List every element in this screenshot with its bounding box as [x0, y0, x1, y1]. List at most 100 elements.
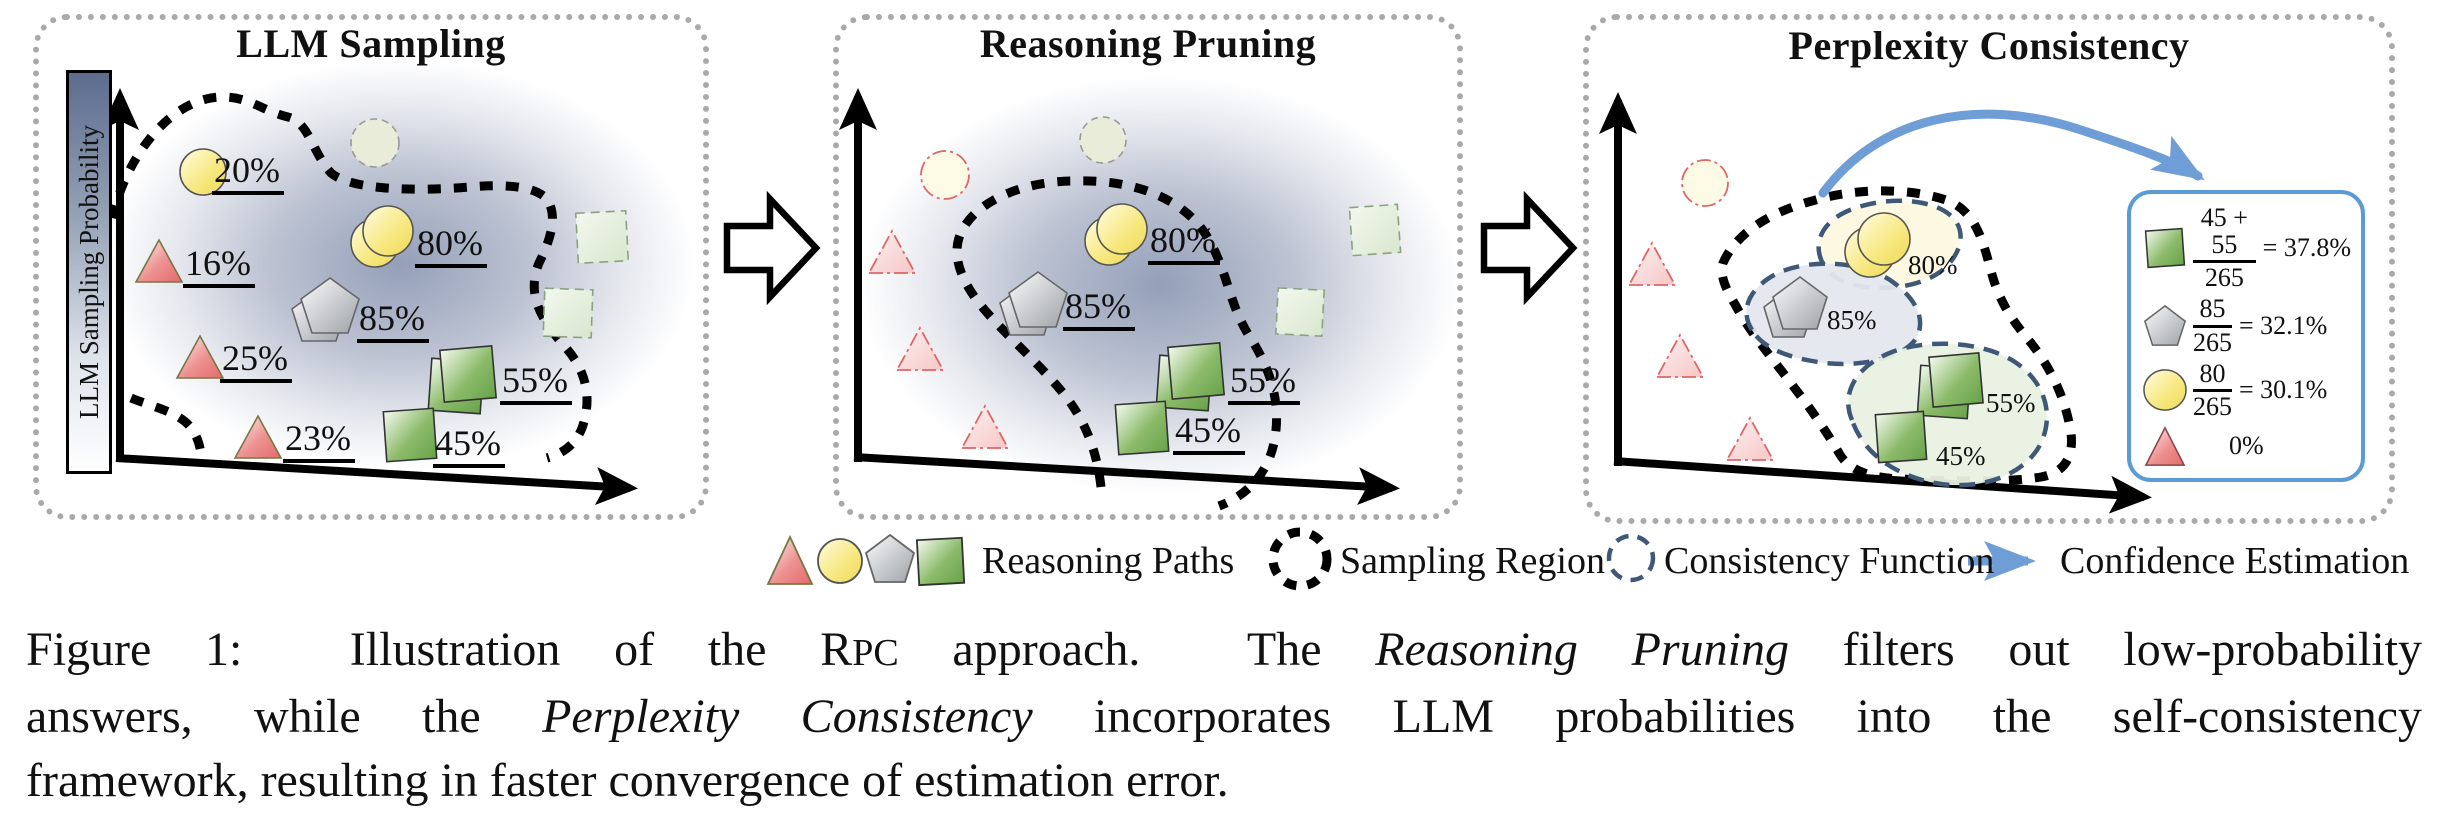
- panel2-graphics: [839, 75, 1460, 511]
- yellow-circle-80: [1857, 212, 1911, 266]
- label-55pct: 55%: [1228, 362, 1300, 405]
- legend-sampling-region: Sampling Region: [1340, 540, 1605, 582]
- y-axis-label: LLM Sampling Probability: [73, 125, 104, 419]
- label-85pct: 85%: [1063, 288, 1135, 331]
- pruned-yellow-circle: [920, 150, 970, 200]
- yellow-circle-icon: [817, 538, 863, 584]
- probability-cloud: [860, 75, 1460, 495]
- caption-line-2: answers, while the Perplexity Consistenc…: [26, 685, 2422, 749]
- caption-text: Figure 1: Illustration of the: [26, 623, 821, 676]
- label-85pct: 85%: [1827, 305, 1877, 335]
- green-square-55: [438, 344, 498, 404]
- faded-green-square: [1274, 286, 1326, 338]
- green-square-55: [1928, 352, 1984, 408]
- confidence-estimation-box: 45 + 55 265 = 37.8% 85 265 = 32.1% 80 26…: [2127, 190, 2365, 482]
- yellow-circle-80: [1096, 203, 1148, 255]
- faded-green-square: [1348, 203, 1402, 257]
- legend-confidence-estimation: Confidence Estimation: [2060, 540, 2410, 582]
- fraction: 80 265: [2193, 360, 2232, 421]
- pruned-red-triangle: [895, 326, 945, 371]
- consistency-function-icon: [1606, 533, 1656, 583]
- fraction-denominator: 265: [2204, 263, 2244, 293]
- fraction-result: 0%: [2229, 431, 2264, 461]
- label-45pct: 45%: [433, 425, 505, 468]
- legend-glyphs: [766, 527, 2036, 591]
- pruned-red-triangle: [960, 404, 1010, 449]
- pruned-red-triangle: [1627, 241, 1677, 286]
- panel3-title: Perplexity Consistency: [1788, 23, 2190, 68]
- fraction-result: = 30.1%: [2239, 375, 2328, 405]
- fraction-numerator: 45 + 55: [2193, 204, 2256, 264]
- pruned-red-triangle: [1725, 416, 1775, 461]
- panel1-graphics: [101, 60, 695, 505]
- gray-pentagon-icon: [2143, 304, 2187, 346]
- fraction: 85 265: [2193, 295, 2232, 356]
- label-80pct: 80%: [1908, 250, 1958, 280]
- label-20pct: 20%: [212, 152, 284, 195]
- caption-rpc-r: R: [820, 623, 853, 676]
- caption-text: framework, resulting in faster convergen…: [26, 754, 1229, 807]
- caption-text: approach. The: [898, 623, 1376, 676]
- red-triangle-25: [175, 334, 225, 379]
- fraction-result: = 37.8%: [2262, 233, 2351, 263]
- transition-arrow-icon: [1480, 190, 1578, 306]
- sampling-region-boundary: [107, 92, 592, 463]
- label-85pct: 85%: [357, 300, 429, 343]
- label-23pct: 23%: [283, 420, 355, 463]
- faded-circle: [1079, 116, 1127, 164]
- panel1-title: LLM Sampling: [236, 21, 506, 66]
- panel-reasoning-pruning: [833, 14, 1463, 520]
- faded-circle: [350, 118, 400, 168]
- pruned-yellow-circle: [1681, 159, 1729, 207]
- confidence-estimation-arrow: [1818, 109, 2205, 198]
- faded-green-square: [574, 209, 630, 265]
- green-square-icon: [2144, 227, 2186, 269]
- gray-pentagon-85: [1008, 271, 1068, 328]
- fraction-denominator: 265: [2193, 327, 2232, 357]
- confidence-row-yellow-circle: 80 265 = 30.1%: [2141, 360, 2351, 421]
- label-45pct: 45%: [1936, 441, 1986, 471]
- gray-pentagon-85: [1772, 276, 1828, 330]
- caption-rpc-pc: PC: [852, 632, 899, 674]
- confidence-row-pentagon: 85 265 = 32.1%: [2141, 295, 2351, 356]
- green-square-45: [1874, 410, 1928, 464]
- caption-text: incorporates LLM probabilities into the …: [1032, 690, 2423, 743]
- label-80pct: 80%: [1148, 222, 1220, 265]
- green-square-55: [1166, 341, 1226, 401]
- label-55pct: 55%: [500, 362, 572, 405]
- confidence-row-green-square: 45 + 55 265 = 37.8%: [2141, 204, 2351, 292]
- panel-perplexity-consistency: [1583, 14, 2395, 524]
- red-triangle-16: [134, 238, 184, 283]
- red-triangle-icon: [766, 534, 814, 585]
- sampling-region-boundary: [952, 176, 1282, 511]
- transition-arrow-icon: [723, 190, 821, 306]
- confidence-row-red-triangle: 0%: [2141, 424, 2351, 468]
- sampling-region-icon: [1268, 527, 1332, 591]
- label-45pct: 45%: [1173, 412, 1245, 455]
- caption-perplexity-consistency: Perplexity Consistency: [542, 690, 1033, 743]
- gray-pentagon-85: [300, 277, 360, 334]
- panel3-graphics: [1599, 92, 2205, 514]
- label-16pct: 16%: [183, 245, 255, 288]
- label-55pct: 55%: [1986, 388, 2036, 418]
- label-25pct: 25%: [220, 340, 292, 383]
- yellow-circle-80: [362, 205, 414, 257]
- panel2-title: Reasoning Pruning: [979, 21, 1317, 66]
- label-80pct: 80%: [415, 225, 487, 268]
- caption-reasoning-pruning: Reasoning Pruning: [1375, 623, 1789, 676]
- green-square-45: [1114, 400, 1170, 456]
- fraction-numerator: 85: [2193, 295, 2232, 328]
- green-square-icon: [915, 536, 966, 587]
- caption-text: filters out low-probability: [1788, 623, 2423, 676]
- yellow-circle-icon: [2143, 369, 2187, 411]
- legend-reasoning-paths: Reasoning Paths: [982, 540, 1235, 582]
- sampling-region-boundary: [1717, 186, 2076, 486]
- fraction-result: = 32.1%: [2239, 311, 2328, 341]
- fraction: 45 + 55 265: [2193, 204, 2256, 292]
- red-triangle-icon: [2144, 426, 2186, 466]
- caption-text: answers, while the: [26, 690, 543, 743]
- faded-green-square: [542, 287, 594, 339]
- probability-cloud: [105, 60, 695, 470]
- pruned-red-triangle: [1655, 333, 1705, 378]
